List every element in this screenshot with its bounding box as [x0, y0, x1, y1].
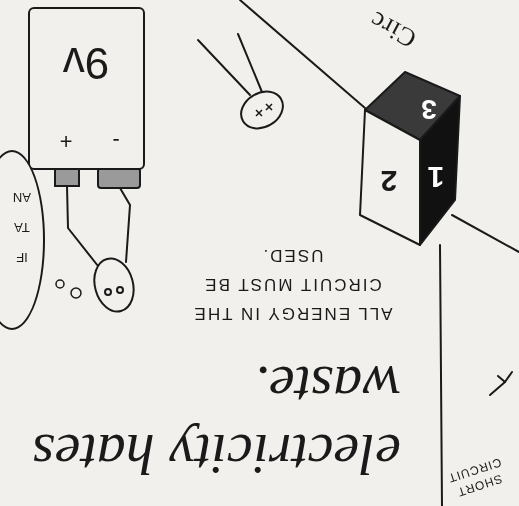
battery-terminals [55, 168, 140, 188]
divider-line [452, 215, 519, 252]
thought-bubble: IF TA AN [0, 150, 45, 330]
heading-fragment: Circ [351, 0, 436, 61]
terminal-sign: - [107, 128, 125, 154]
battery-box: 9v + - [28, 7, 145, 170]
dice-number: 2 [378, 164, 400, 198]
dice-number: 3 [418, 93, 440, 125]
page-title: electricity hates waste. [21, 352, 401, 488]
dice-number: 1 [425, 160, 447, 194]
divider-line [440, 245, 442, 506]
note-text: ALL ENERGY IN THE CIRCUIT MUST BE USED. [190, 241, 395, 328]
divider-line [240, 0, 365, 108]
battery-voltage: 9v [51, 37, 121, 90]
side-note: SHORT CIRCUIT [438, 452, 516, 505]
thought-text: IF TA AN [9, 182, 35, 272]
dice-drawing [360, 72, 460, 245]
terminal-sign: + [57, 128, 75, 154]
